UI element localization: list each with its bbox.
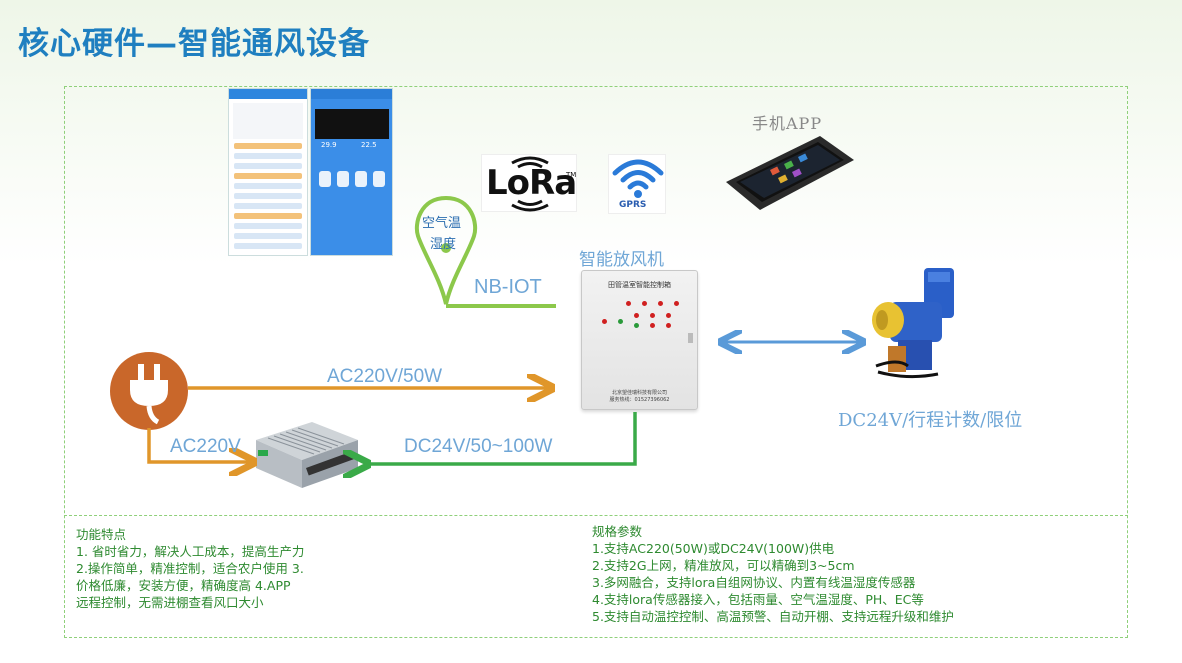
lora-wave-icon xyxy=(511,156,549,212)
gprs-text: GPRS xyxy=(619,200,647,210)
page-title: 核心硬件—智能通风设备 xyxy=(18,26,370,62)
app-screen-list xyxy=(228,88,308,256)
app-screenshots: 29.9 22.5 xyxy=(228,88,393,256)
features-heading: 功能特点 xyxy=(76,527,127,542)
dc24-power-label: DC24V/50~100W xyxy=(404,436,553,457)
power-plug-icon xyxy=(110,352,188,430)
controller-label: 智能放风机 xyxy=(579,250,664,270)
app-value-1: 29.9 xyxy=(321,141,337,149)
specs-line: 4.支持lora传感器接入，包括雨量、空气温湿度、PH、EC等 xyxy=(592,592,924,607)
ac220-50w-label: AC220V/50W xyxy=(327,366,443,387)
motor-spec-label: DC24V/行程计数/限位 xyxy=(838,410,1023,431)
smartphone-icon xyxy=(726,136,854,210)
sensor-pin-icon xyxy=(414,195,556,308)
controller-box: 田管温室智能控制箱 北京望佳瑞科技有限公司 服务热线：01527396062 xyxy=(581,270,698,410)
nbiot-label: NB-IOT xyxy=(474,276,542,298)
arrow-dc24 xyxy=(364,412,637,464)
controller-panel-title: 田管温室智能控制箱 xyxy=(608,281,671,289)
lora-logo: LoRa TM xyxy=(481,154,577,212)
specs-heading: 规格参数 xyxy=(592,524,643,539)
section-divider xyxy=(64,515,1128,516)
features-section: 功能特点 1. 省时省力，解决人工成本，提高生产力 2.操作简单，精准控制，适合… xyxy=(76,526,376,611)
specs-section: 规格参数 1.支持AC220(50W)或DC24V(100W)供电 2.支持2G… xyxy=(592,523,1122,625)
diagram-frame xyxy=(64,86,1128,638)
features-line: 远程控制，无需进棚查看风口大小 xyxy=(76,595,264,610)
arrow-ac220 xyxy=(147,428,250,462)
specs-line: 5.支持自动温控控制、高温预警、自动开棚、支持远程升级和维护 xyxy=(592,609,954,624)
app-value-2: 22.5 xyxy=(361,141,377,149)
specs-line: 1.支持AC220(50W)或DC24V(100W)供电 xyxy=(592,541,835,556)
motor-icon xyxy=(872,268,954,379)
sensor-label-line2: 湿度 xyxy=(430,237,457,252)
sensor-label-line1: 空气温 xyxy=(422,216,462,231)
lora-text: LoRa xyxy=(486,163,577,203)
specs-line: 2.支持2G上网，精准放风，可以精确到3~5cm xyxy=(592,558,855,573)
phone-app-label: 手机APP xyxy=(752,114,823,133)
features-line: 价格低廉，安装方便，精确度高 4.APP xyxy=(76,578,291,593)
lora-tm: TM xyxy=(566,171,577,179)
app-screen-dashboard: 29.9 22.5 xyxy=(310,88,393,256)
controller-panel-footer: 北京望佳瑞科技有限公司 服务热线：01527396062 xyxy=(609,390,670,403)
wifi-signal-icon xyxy=(612,159,664,198)
ac220-label: AC220V xyxy=(170,436,241,457)
gprs-logo: GPRS xyxy=(608,154,666,214)
specs-line: 3.多网融合，支持lora自组网协议、内置有线温湿度传感器 xyxy=(592,575,916,590)
features-line: 1. 省时省力，解决人工成本，提高生产力 xyxy=(76,544,305,559)
features-line: 2.操作简单，精准控制，适合农户使用 3. xyxy=(76,561,304,576)
